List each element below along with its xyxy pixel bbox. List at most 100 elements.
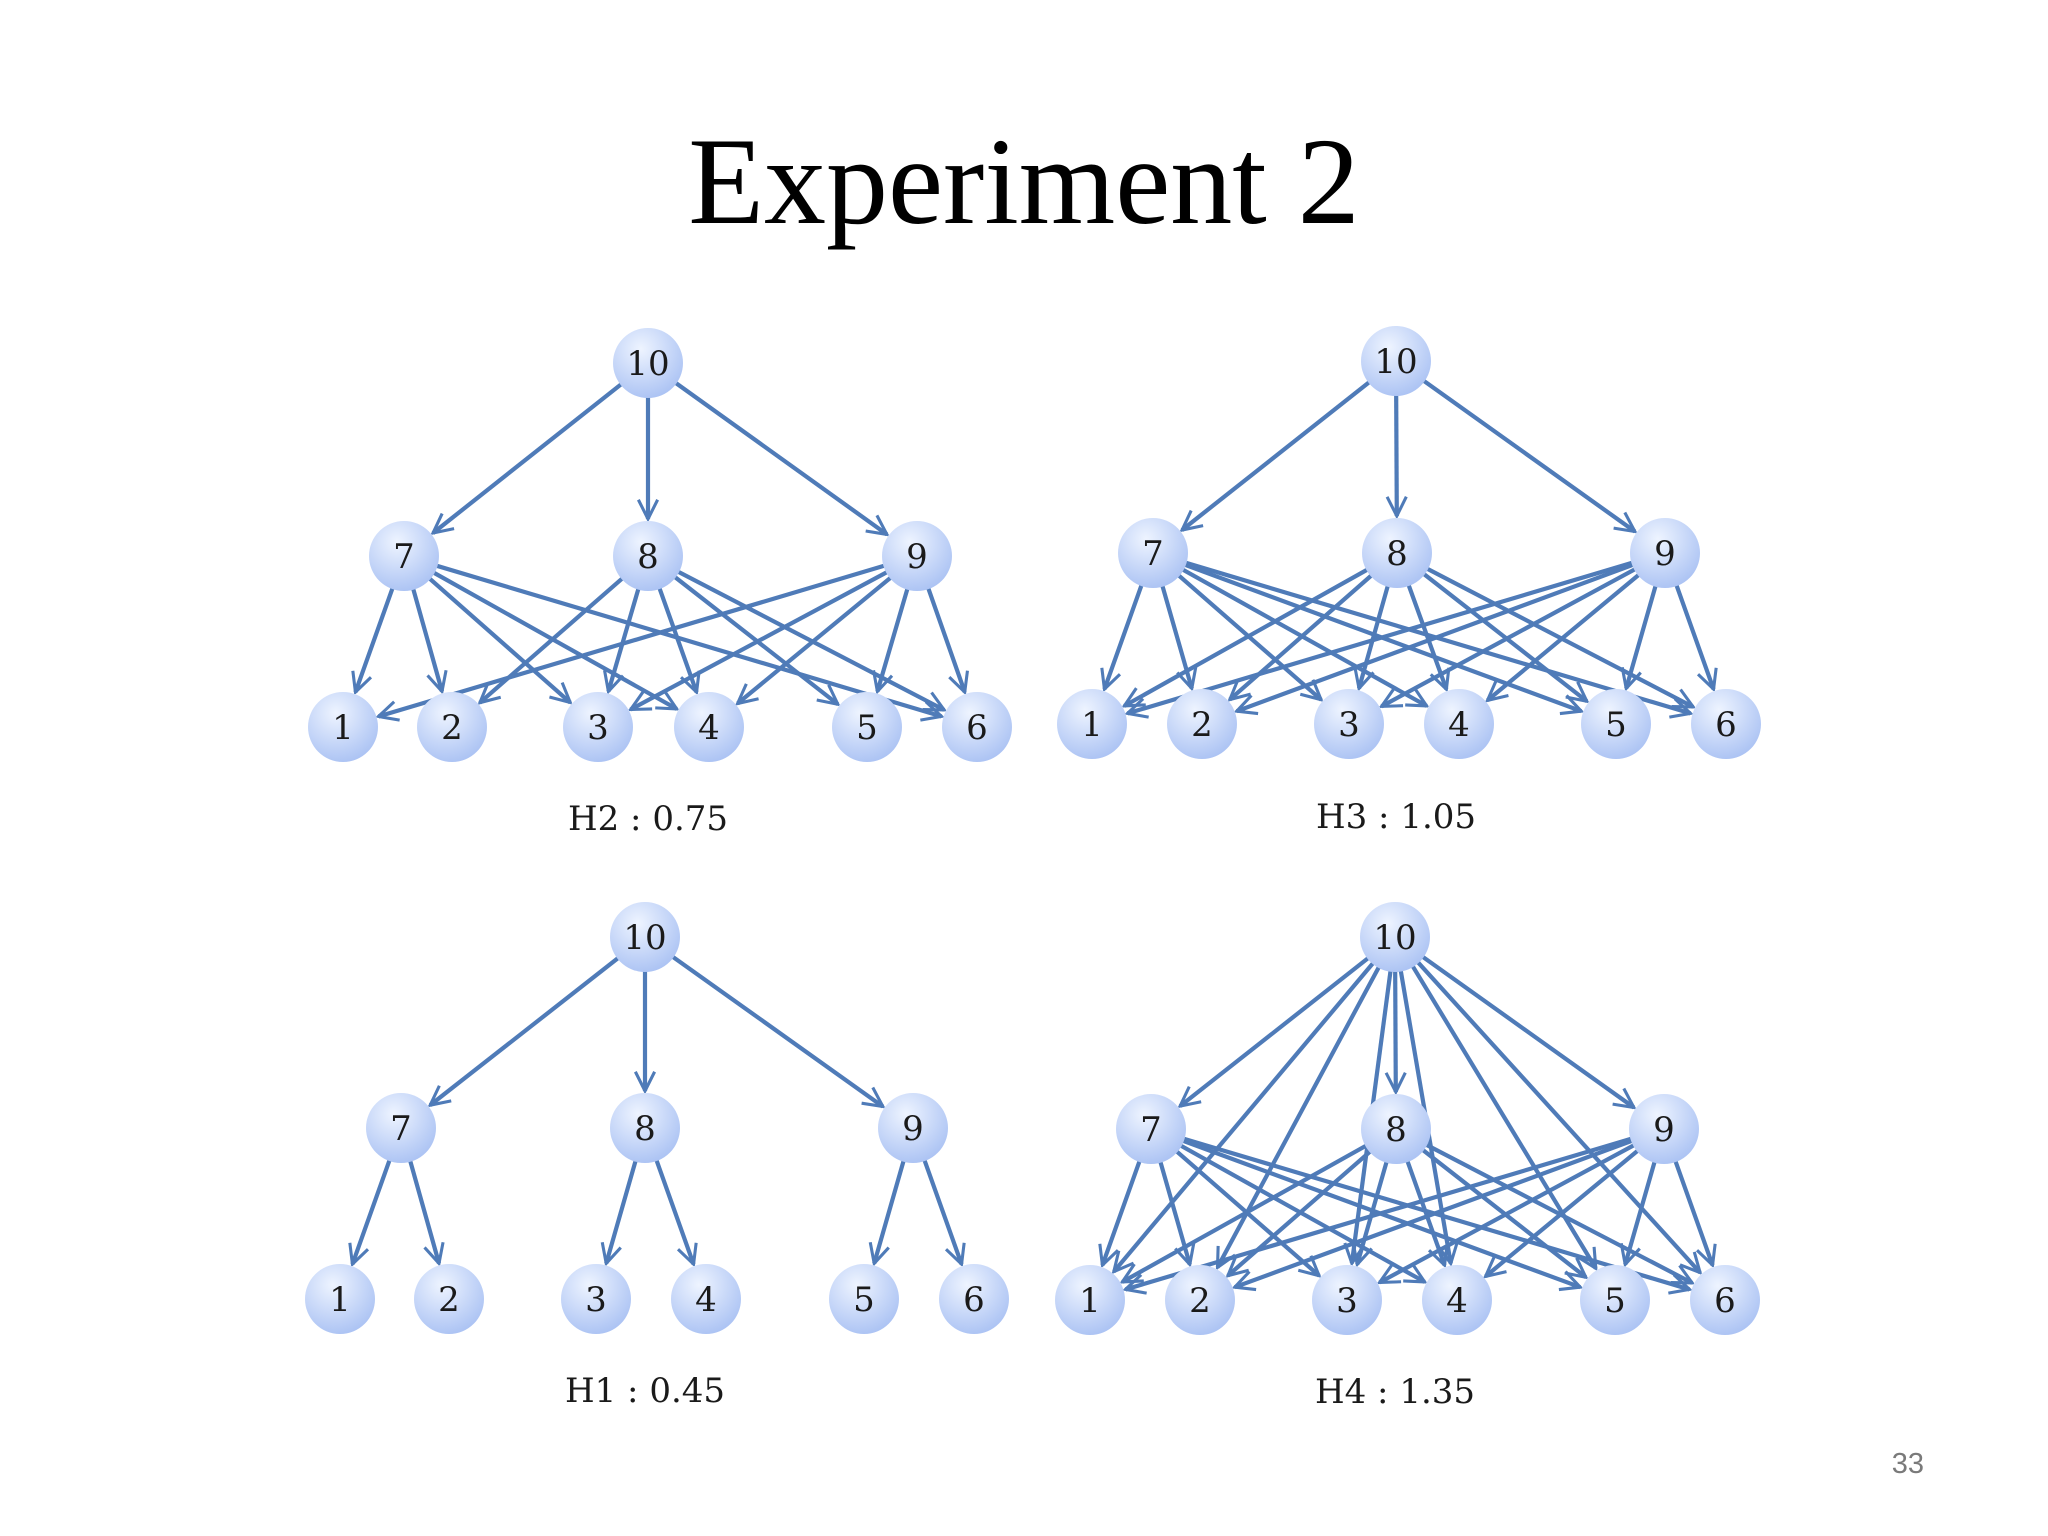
edge-7-1 <box>1104 583 1144 689</box>
node-1: 1 <box>1055 1265 1125 1335</box>
edge-10-7 <box>433 381 624 533</box>
node-circle <box>1116 1094 1186 1164</box>
node-label: 7 <box>390 1109 412 1149</box>
edge-8-3 <box>1359 584 1391 689</box>
edge-7-6 <box>435 563 942 716</box>
node-circle <box>1360 902 1430 972</box>
node-circle <box>366 1093 436 1163</box>
node-label: 2 <box>1191 705 1213 745</box>
edge-9-5 <box>1626 584 1658 689</box>
node-label: 1 <box>329 1280 351 1320</box>
edge-9-4 <box>738 575 893 704</box>
edge-8-3 <box>1357 1160 1389 1265</box>
node-circle <box>1057 689 1127 759</box>
node-label: 6 <box>963 1280 985 1320</box>
edge-9-5 <box>1625 1160 1657 1265</box>
node-label: 10 <box>1374 342 1417 382</box>
node-label: 4 <box>1446 1281 1468 1321</box>
node-3: 3 <box>561 1264 631 1334</box>
node-label: 1 <box>1079 1281 1101 1321</box>
node-label: 2 <box>438 1280 460 1320</box>
node-label: 4 <box>1448 705 1470 745</box>
node-2: 2 <box>1167 689 1237 759</box>
node-circle <box>1055 1265 1125 1335</box>
node-circle <box>1361 326 1431 396</box>
node-1: 1 <box>305 1264 375 1334</box>
node-5: 5 <box>832 692 902 762</box>
edge-10-9 <box>1421 378 1635 531</box>
node-7: 7 <box>1118 518 1188 588</box>
node-circle <box>1167 689 1237 759</box>
edge-8-4 <box>1406 583 1446 689</box>
node-7: 7 <box>366 1093 436 1163</box>
edge-9-4 <box>1486 1148 1640 1276</box>
edge-8-1 <box>1124 567 1370 708</box>
node-5: 5 <box>1580 1265 1650 1335</box>
edge-9-1 <box>1127 560 1634 713</box>
edge-9-6 <box>1673 1159 1712 1265</box>
edge-8-2 <box>1228 1149 1373 1276</box>
node-9: 9 <box>882 521 952 591</box>
node-circle <box>613 521 683 591</box>
edge-10-7 <box>1182 379 1372 530</box>
edge-8-3 <box>606 1159 638 1264</box>
edge-10-8 <box>1395 969 1396 1092</box>
edge-8-2 <box>1230 573 1374 700</box>
node-circle <box>832 692 902 762</box>
edge-10-7 <box>1180 955 1371 1106</box>
node-circle <box>882 521 952 591</box>
node-8: 8 <box>1361 1094 1431 1164</box>
edge-9-4 <box>1487 572 1641 700</box>
node-7: 7 <box>1116 1094 1186 1164</box>
node-3: 3 <box>1314 689 1384 759</box>
node-label: 7 <box>1142 534 1164 574</box>
edge-8-6 <box>676 569 944 712</box>
node-circle <box>829 1264 899 1334</box>
edge-10-5 <box>1410 964 1598 1268</box>
node-label: 10 <box>626 344 669 384</box>
edge-9-5 <box>877 587 910 692</box>
node-circle <box>369 521 439 591</box>
node-label: 4 <box>698 708 720 748</box>
node-1: 1 <box>1057 689 1127 759</box>
edge-7-1 <box>355 586 395 692</box>
edge-7-3 <box>427 576 570 703</box>
edge-7-4 <box>1180 567 1427 708</box>
edge-9-5 <box>874 1159 906 1264</box>
node-circle <box>1424 689 1494 759</box>
node-circle <box>414 1264 484 1334</box>
node-2: 2 <box>417 692 487 762</box>
node-7: 7 <box>369 521 439 591</box>
edge-8-4 <box>657 586 696 692</box>
node-circle <box>305 1264 375 1334</box>
node-circle <box>1630 518 1700 588</box>
node-5: 5 <box>1581 689 1651 759</box>
node-3: 3 <box>563 692 633 762</box>
edge-10-9 <box>673 380 887 534</box>
edge-7-1 <box>352 1158 392 1264</box>
graph-caption: H2 : 0.75 <box>568 799 728 839</box>
node-label: 10 <box>1373 918 1416 958</box>
node-label: 8 <box>637 537 659 577</box>
edge-9-3 <box>631 569 889 712</box>
node-circle <box>613 328 683 398</box>
node-10: 10 <box>1361 326 1431 396</box>
edges <box>355 380 964 716</box>
graph-caption: H4 : 1.35 <box>1315 1372 1475 1412</box>
edge-9-1 <box>378 563 886 716</box>
edge-9-6 <box>922 1158 961 1264</box>
node-label: 5 <box>856 708 878 748</box>
node-label: 3 <box>587 708 609 748</box>
node-8: 8 <box>613 521 683 591</box>
edges <box>1104 378 1713 713</box>
node-circle <box>1314 689 1384 759</box>
node-2: 2 <box>414 1264 484 1334</box>
node-circle <box>563 692 633 762</box>
node-10: 10 <box>610 902 680 972</box>
node-circle <box>561 1264 631 1334</box>
node-circle <box>1580 1265 1650 1335</box>
edge-10-1 <box>1114 960 1376 1271</box>
node-6: 6 <box>1690 1265 1760 1335</box>
